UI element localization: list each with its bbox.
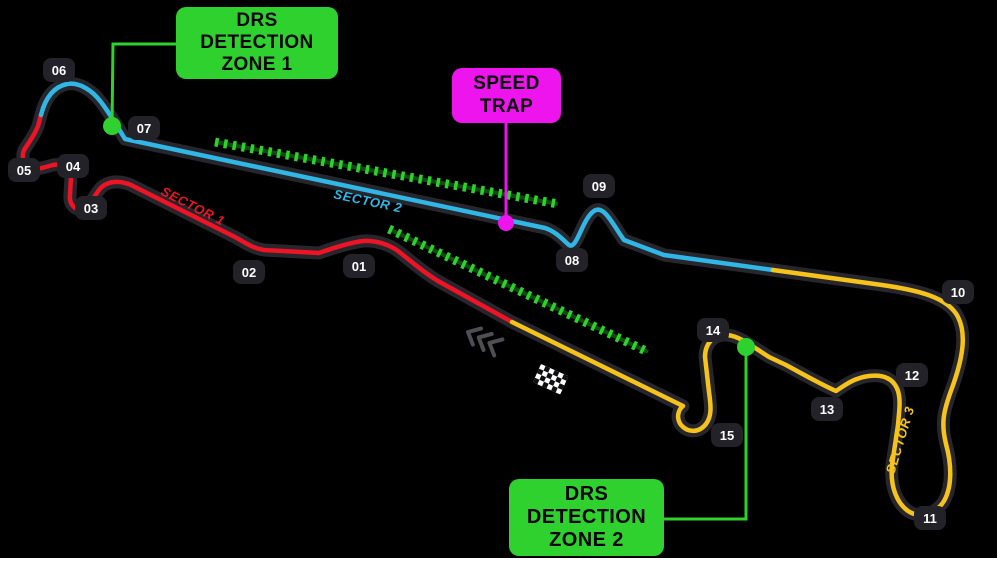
drs-detection-zone-1-callout: DRS DETECTION ZONE 1: [176, 7, 338, 79]
turn-marker-13: 13: [811, 397, 843, 421]
turn-marker-01: 01: [343, 254, 375, 278]
callout-line: DRS: [236, 9, 278, 31]
direction-chevrons-icon: [466, 326, 505, 358]
turn-marker-02: 02: [233, 260, 265, 284]
drs-detection-2-dot: [737, 338, 755, 356]
callout-line: SPEED: [473, 73, 540, 95]
turn-marker-04: 04: [57, 154, 89, 178]
sector2-line: [38, 81, 776, 273]
turn-marker-07: 07: [128, 116, 160, 140]
drs-zone-2-hatching: [387, 224, 650, 357]
turn-marker-10: 10: [942, 280, 974, 304]
turn-marker-06: 06: [43, 58, 75, 82]
turn-marker-03: 03: [75, 196, 107, 220]
bottom-edge: [0, 558, 997, 561]
speed-trap-dot: [498, 215, 514, 231]
sector3-line: [509, 267, 965, 518]
drs-detection-zone-2-callout: DRS DETECTION ZONE 2: [509, 479, 664, 556]
turn-marker-14: 14: [697, 318, 729, 342]
turn-marker-11: 11: [914, 506, 946, 530]
callout-line: ZONE 2: [549, 529, 624, 552]
checkered-flag-icon: [532, 364, 569, 395]
drs-zone-1-hatching: [214, 137, 559, 209]
drs-detection-1-dot: [103, 117, 121, 135]
turn-marker-05: 05: [8, 158, 40, 182]
callout-line: ZONE 1: [221, 54, 293, 76]
speed-trap-callout: SPEED TRAP: [452, 68, 561, 123]
turn-marker-08: 08: [556, 248, 588, 272]
turn-marker-09: 09: [583, 174, 615, 198]
turn-marker-12: 12: [896, 363, 928, 387]
drs-detection-1-connector: [110, 42, 176, 127]
callout-line: DETECTION: [526, 505, 647, 528]
callout-line: DETECTION: [200, 31, 314, 53]
drs-detection-2-connector: [664, 345, 748, 521]
turn-marker-15: 15: [711, 423, 743, 447]
callout-line: TRAP: [479, 95, 534, 117]
callout-line: DRS: [564, 482, 609, 505]
